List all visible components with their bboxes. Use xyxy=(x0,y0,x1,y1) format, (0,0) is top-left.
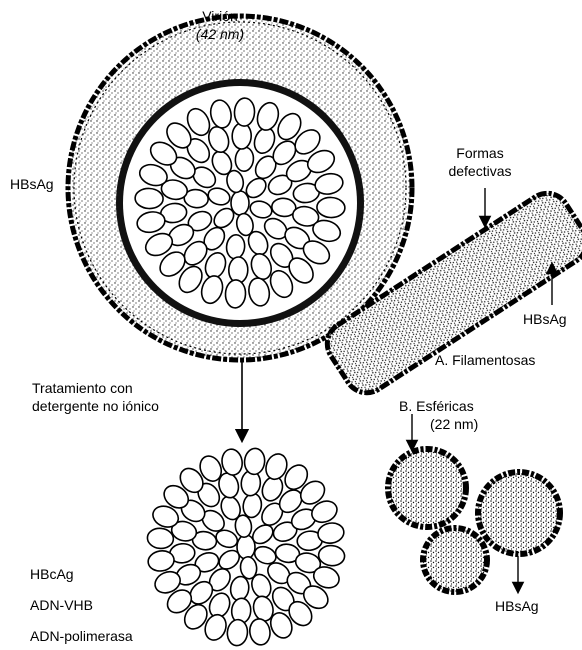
capsomer xyxy=(231,191,249,215)
capsomer xyxy=(248,617,272,646)
sphere-2 xyxy=(478,472,560,554)
sphere-1 xyxy=(388,449,466,527)
capsomer xyxy=(316,197,345,218)
capsomer xyxy=(146,527,174,549)
capsomer xyxy=(243,447,265,475)
capsomer xyxy=(232,123,252,149)
sphere-hbsag-label: HBsAg xyxy=(495,598,539,615)
capsomer xyxy=(225,279,246,308)
defective-title-1: Formas xyxy=(425,145,535,162)
treatment-line-1: Tratamiento con xyxy=(32,380,133,397)
capsomer xyxy=(226,619,248,647)
capsomer xyxy=(234,98,255,127)
spherical-caption: B. Esféricas xyxy=(399,398,474,415)
treatment-line-2: detergente no iónico xyxy=(32,398,159,415)
capsomer xyxy=(220,448,244,477)
core-item-adn-vhb: ADN-VHB xyxy=(30,597,93,614)
virion-size: (42 nm) xyxy=(170,26,270,43)
virion-title: Virión xyxy=(170,8,270,25)
capsomer xyxy=(318,544,346,566)
core-item-adn-polimerasa: ADN-polimerasa xyxy=(30,628,133,645)
defective-title-2: defectivas xyxy=(425,163,535,180)
capsomer xyxy=(135,188,164,209)
core-item-hbcag: HBcAg xyxy=(30,566,74,583)
spherical-particles xyxy=(388,449,560,592)
filament-hbsag-label: HBsAg xyxy=(523,311,567,328)
sphere-3 xyxy=(423,528,487,592)
virion-hbsag-label: HBsAg xyxy=(10,176,54,193)
filamentous-caption: A. Filamentosas xyxy=(435,352,535,369)
spherical-size: (22 nm) xyxy=(430,416,478,433)
released-core xyxy=(146,447,345,646)
virion-particle xyxy=(68,16,412,360)
capsomer xyxy=(228,257,248,283)
